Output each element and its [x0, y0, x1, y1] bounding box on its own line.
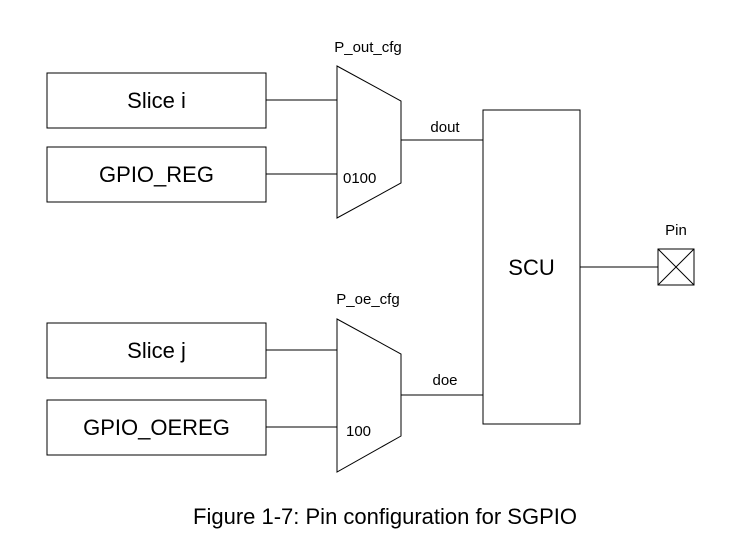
- gpio-reg-block: [46, 146, 267, 203]
- mux-oe-select-value: 100: [346, 423, 371, 440]
- mux-out-title: P_out_cfg: [334, 39, 402, 56]
- figure-caption: Figure 1-7: Pin configuration for SGPIO: [193, 504, 577, 529]
- slice-j-block: [46, 322, 267, 379]
- dout-signal-label: dout: [430, 119, 460, 136]
- mux-out: [336, 65, 402, 219]
- gpio-reg-label: GPIO_REG: [99, 162, 214, 187]
- gpio-oereg-block: [46, 399, 267, 456]
- gpio-oereg-label: GPIO_OEREG: [83, 415, 230, 440]
- pin-label: Pin: [665, 222, 687, 239]
- scu-block: [482, 109, 581, 425]
- mux-out-select-value: 0100: [343, 170, 376, 187]
- slice-i-label: Slice i: [127, 88, 186, 113]
- pin-symbol: [657, 248, 695, 286]
- mux-oe: [336, 318, 402, 473]
- mux-oe-title: P_oe_cfg: [336, 291, 399, 308]
- doe-signal-label: doe: [432, 372, 457, 389]
- scu-label: SCU: [508, 255, 554, 280]
- slice-j-label: Slice j: [127, 338, 186, 363]
- slice-i-block: [46, 72, 267, 129]
